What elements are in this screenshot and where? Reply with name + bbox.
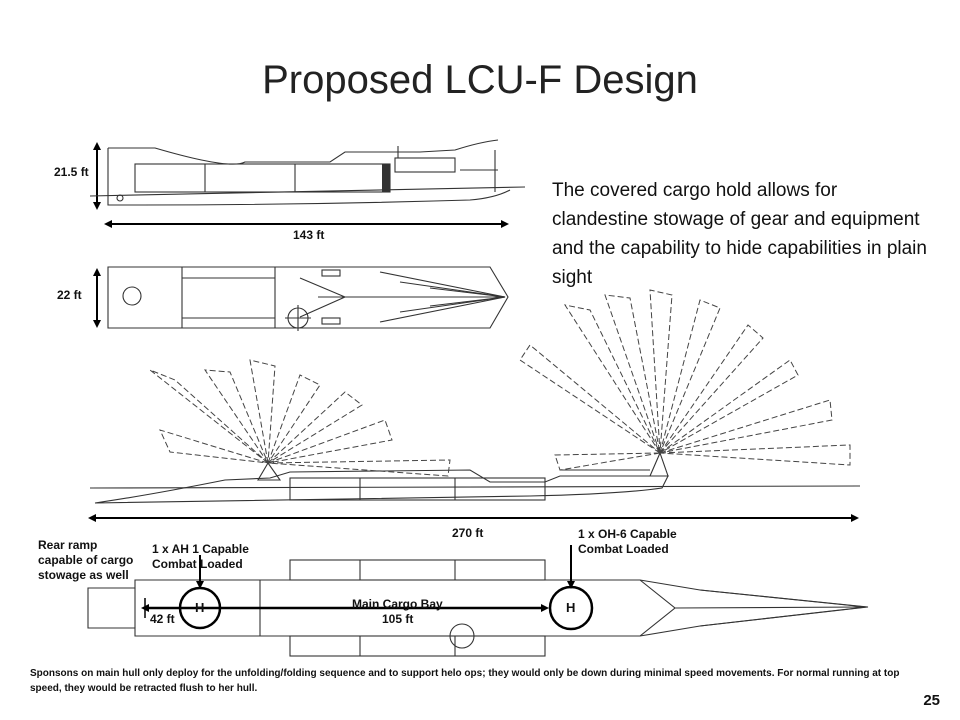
- rear-ramp-note: Rear ramp capable of cargo stowage as we…: [38, 538, 134, 582]
- slide-title: Proposed LCU-F Design: [262, 58, 698, 102]
- side-height-label: 21.5 ft: [54, 165, 89, 179]
- side-length-label: 143 ft: [293, 228, 325, 242]
- left-dim-label: 42 ft: [150, 612, 175, 626]
- cargo-bay-label: Main Cargo Bay: [352, 597, 443, 611]
- top-view-drawing: [93, 266, 509, 331]
- helo-symbol-ah1: H: [195, 600, 205, 615]
- page-number: 25: [923, 692, 940, 709]
- footer-note: Sponsons on main hull only deploy for th…: [30, 668, 900, 694]
- ah1-note: 1 x AH 1 Capable Combat Loaded: [152, 542, 249, 571]
- helo-symbol-oh6: H: [566, 600, 576, 615]
- unfolded-length-label: 270 ft: [452, 526, 484, 540]
- top-width-label: 22 ft: [57, 288, 82, 302]
- side-view-drawing: [89, 139, 526, 228]
- right-dim-label: 105 ft: [382, 612, 414, 626]
- unfolded-view-drawing: [88, 289, 861, 522]
- oh6-note: 1 x OH-6 Capable Combat Loaded: [578, 527, 677, 556]
- description-text: The covered cargo hold allows for clande…: [552, 180, 927, 288]
- deck-view-drawing: [87, 545, 869, 657]
